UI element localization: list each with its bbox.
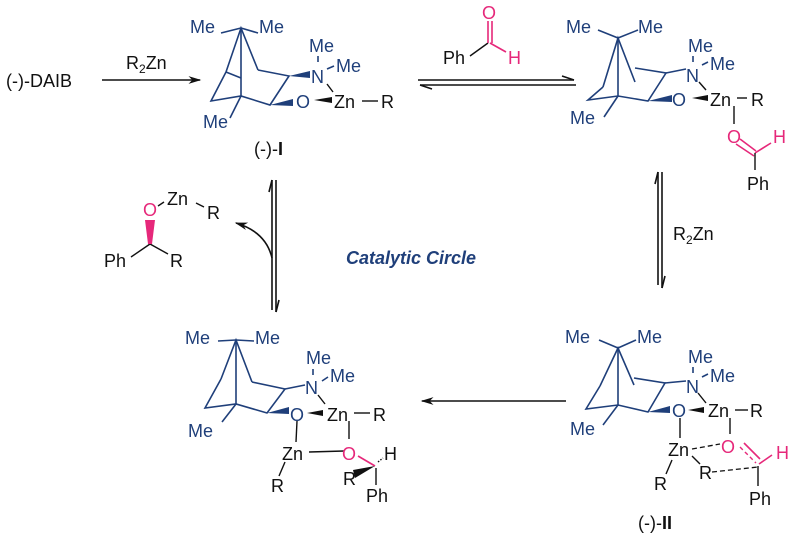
svg-text:Me: Me bbox=[710, 54, 735, 74]
svg-text:Ph: Ph bbox=[749, 489, 771, 509]
svg-text:H: H bbox=[384, 444, 397, 464]
reagent-r2zn-top: R2Zn bbox=[126, 53, 167, 76]
equilibrium-arrow-I-aldehyde bbox=[418, 75, 576, 90]
svg-text:Me: Me bbox=[203, 112, 228, 132]
svg-text:O: O bbox=[721, 437, 735, 457]
svg-text:Ph: Ph bbox=[747, 174, 769, 194]
svg-text:O: O bbox=[296, 92, 310, 112]
svg-text:N: N bbox=[305, 378, 318, 398]
svg-text:Me: Me bbox=[188, 421, 213, 441]
svg-text:Me: Me bbox=[336, 56, 361, 76]
svg-text:R2Zn: R2Zn bbox=[126, 53, 167, 76]
svg-text:Me: Me bbox=[185, 328, 210, 348]
svg-text:R: R bbox=[170, 251, 183, 271]
svg-text:Ph: Ph bbox=[443, 48, 465, 68]
equilibrium-arrow-left bbox=[268, 179, 280, 313]
product-release-arrow bbox=[234, 222, 273, 259]
svg-text:R2Zn: R2Zn bbox=[673, 224, 714, 247]
svg-text:R: R bbox=[654, 474, 667, 494]
compound-label-II: (-)-II bbox=[638, 513, 672, 533]
svg-text:Me: Me bbox=[710, 366, 735, 386]
svg-text:O: O bbox=[727, 127, 741, 147]
svg-text:O: O bbox=[482, 3, 496, 23]
compound-label-I: (-)-I bbox=[254, 139, 283, 159]
svg-text:Zn: Zn bbox=[167, 189, 188, 209]
compound-aldehyde-complex: Me Me Me Me N O Me Zn R O H Ph bbox=[566, 17, 786, 194]
svg-text:R: R bbox=[750, 401, 763, 421]
svg-text:N: N bbox=[686, 377, 699, 397]
compound-alkoxide-dimer: Me Me Me Me N O Me Zn R Zn O H R R Ph bbox=[185, 328, 397, 506]
svg-text:Zn: Zn bbox=[334, 92, 355, 112]
svg-text:R: R bbox=[271, 476, 284, 496]
svg-text:R: R bbox=[373, 405, 386, 425]
svg-text:R: R bbox=[343, 469, 356, 489]
reagent-benzaldehyde: Ph O H bbox=[443, 3, 521, 68]
svg-text:N: N bbox=[311, 67, 324, 87]
svg-text:Me: Me bbox=[259, 17, 284, 37]
svg-text:Me: Me bbox=[688, 347, 713, 367]
svg-text:R: R bbox=[381, 92, 394, 112]
svg-text:H: H bbox=[773, 127, 786, 147]
svg-text:Me: Me bbox=[570, 108, 595, 128]
svg-text:Me: Me bbox=[570, 419, 595, 439]
svg-text:Zn: Zn bbox=[327, 405, 348, 425]
svg-text:R: R bbox=[751, 90, 764, 110]
start-label-daib: (-)-DAIB bbox=[6, 71, 72, 91]
svg-text:Zn: Zn bbox=[708, 401, 729, 421]
svg-text:Me: Me bbox=[306, 348, 331, 368]
svg-text:N: N bbox=[686, 66, 699, 86]
compound-I: Me Me Me Me N O Me Zn R bbox=[190, 17, 394, 132]
svg-text:R: R bbox=[699, 463, 712, 483]
svg-text:O: O bbox=[342, 444, 356, 464]
svg-text:Zn: Zn bbox=[668, 440, 689, 460]
equilibrium-arrow-right bbox=[654, 171, 666, 289]
svg-text:(-)-I: (-)-I bbox=[254, 139, 283, 159]
svg-text:Me: Me bbox=[638, 17, 663, 37]
svg-text:Me: Me bbox=[637, 327, 662, 347]
product-zinc-alkoxide: Ph R O Zn R bbox=[104, 189, 220, 271]
svg-text:O: O bbox=[143, 200, 157, 220]
svg-text:Me: Me bbox=[255, 328, 280, 348]
svg-text:Ph: Ph bbox=[366, 486, 388, 506]
reagent-r2zn-right: R2Zn bbox=[673, 224, 714, 247]
svg-text:Me: Me bbox=[330, 366, 355, 386]
svg-text:Me: Me bbox=[190, 17, 215, 37]
svg-text:R: R bbox=[207, 203, 220, 223]
cycle-title: Catalytic Circle bbox=[346, 248, 476, 268]
svg-text:H: H bbox=[776, 443, 789, 463]
svg-text:Me: Me bbox=[566, 17, 591, 37]
svg-text:O: O bbox=[672, 90, 686, 110]
svg-text:Zn: Zn bbox=[282, 444, 303, 464]
svg-text:Me: Me bbox=[688, 36, 713, 56]
svg-text:(-)-II: (-)-II bbox=[638, 513, 672, 533]
svg-text:Ph: Ph bbox=[104, 251, 126, 271]
svg-text:Me: Me bbox=[309, 36, 334, 56]
compound-II: Me Me Me Me N O Me Zn R Zn O H R R Ph bbox=[565, 327, 789, 509]
svg-text:H: H bbox=[508, 48, 521, 68]
svg-text:Zn: Zn bbox=[710, 90, 731, 110]
svg-text:O: O bbox=[672, 401, 686, 421]
svg-text:Me: Me bbox=[565, 327, 590, 347]
svg-text:O: O bbox=[290, 405, 304, 425]
